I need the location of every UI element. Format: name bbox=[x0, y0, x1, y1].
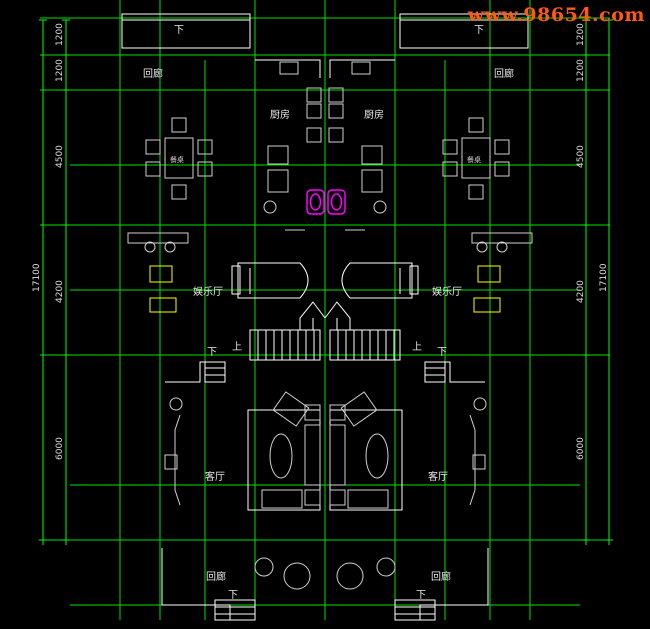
stair-mark-down-top-left: 下 bbox=[174, 25, 184, 36]
dim-left-1: 1200 bbox=[55, 23, 65, 46]
label-corridor-bottom-left: 回廊 bbox=[206, 570, 226, 583]
central-stairs bbox=[204, 301, 446, 621]
label-recreation-right: 娱乐厅 bbox=[432, 285, 462, 298]
label-living-right: 客厅 bbox=[428, 470, 448, 483]
label-recreation-left: 娱乐厅 bbox=[193, 285, 223, 298]
site-watermark: www.98654.com bbox=[467, 4, 645, 26]
stair-mark-down-bottom-left: 下 bbox=[228, 590, 238, 601]
stair-mark-down-bottom-right: 下 bbox=[416, 590, 426, 601]
dim-left-total: 17100 bbox=[32, 263, 42, 292]
label-corridor-top-left: 回廊 bbox=[143, 67, 163, 80]
dim-right-5: 6000 bbox=[576, 437, 586, 460]
label-living-left: 客厅 bbox=[205, 470, 225, 483]
cabinets bbox=[127, 232, 533, 253]
plants bbox=[169, 397, 487, 590]
stair-mark-down-top-right: 下 bbox=[474, 25, 484, 36]
stair-mark-up-left: 上 bbox=[232, 341, 242, 353]
axis-grid bbox=[40, 0, 610, 620]
dim-left-5: 6000 bbox=[55, 437, 65, 460]
sofa-group-left bbox=[261, 391, 321, 509]
label-corridor-top-right: 回廊 bbox=[494, 67, 514, 80]
wall-units bbox=[164, 414, 486, 506]
dimension-chain-left bbox=[39, 19, 70, 545]
grand-piano-right bbox=[341, 262, 419, 299]
stair-mark-down-left: 下 bbox=[207, 347, 217, 358]
dining-table-label-left: 餐桌 bbox=[170, 155, 184, 164]
dim-right-1: 1200 bbox=[576, 23, 586, 46]
kitchen-sinks bbox=[306, 189, 346, 215]
dining-set-left bbox=[145, 117, 213, 200]
sofa-group-right bbox=[329, 391, 389, 509]
dim-left-2: 1200 bbox=[55, 59, 65, 82]
dim-right-4: 4200 bbox=[576, 280, 586, 303]
stair-mark-down-right: 下 bbox=[437, 347, 447, 358]
label-kitchen-right: 厨房 bbox=[364, 108, 384, 121]
label-corridor-bottom-right: 回廊 bbox=[431, 570, 451, 583]
walls bbox=[121, 13, 529, 620]
dim-right-2: 1200 bbox=[576, 59, 586, 82]
dimension-chain-right bbox=[582, 19, 613, 545]
kitchen-fixtures bbox=[263, 61, 387, 231]
dim-left-3: 4500 bbox=[55, 145, 65, 168]
dining-table-label-right: 餐桌 bbox=[467, 155, 481, 164]
dim-right-3: 4500 bbox=[576, 145, 586, 168]
dim-right-total: 17100 bbox=[599, 263, 609, 292]
dining-set-right bbox=[442, 117, 510, 200]
stair-mark-up-right: 上 bbox=[412, 341, 422, 353]
lounge-seats bbox=[149, 265, 501, 313]
label-kitchen-left: 厨房 bbox=[270, 108, 290, 121]
grand-piano-left bbox=[231, 262, 309, 299]
dim-left-4: 4200 bbox=[55, 280, 65, 303]
